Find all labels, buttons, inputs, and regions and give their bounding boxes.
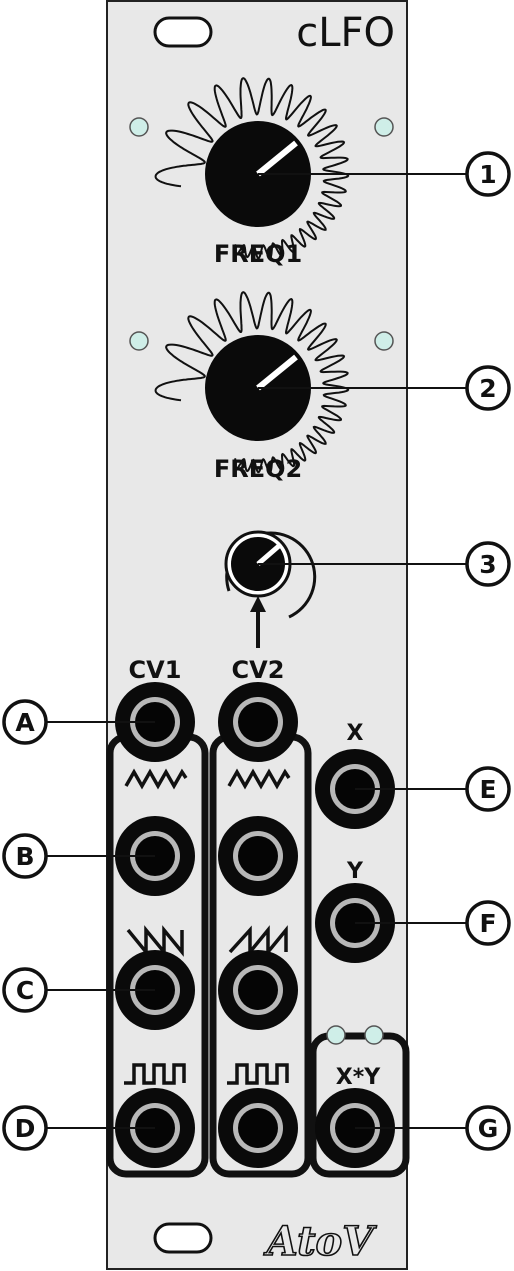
callout-e-label: E	[479, 775, 496, 804]
square-wave-icon	[124, 1063, 186, 1085]
callout-b-label: B	[15, 842, 34, 871]
triangle-wave-icon	[124, 768, 188, 790]
square2-output-jack[interactable]	[218, 1088, 298, 1168]
brand-logo: AtoV	[263, 1218, 377, 1265]
mounting-hole-bottom	[153, 1222, 213, 1254]
mounting-hole-top	[153, 16, 213, 48]
freq2-ripple-graphic	[154, 291, 350, 474]
freq2-label: FREQ2	[214, 455, 302, 483]
square-wave-icon	[227, 1063, 289, 1085]
callout-b: B	[2, 833, 155, 879]
ramp-up-icon	[228, 925, 288, 957]
led-freq2-left	[129, 331, 149, 351]
saw-up-output-jack[interactable]	[218, 950, 298, 1030]
led-xy-left	[326, 1025, 346, 1045]
callout-a-label: A	[15, 708, 35, 737]
y-label: Y	[346, 859, 364, 884]
xy-group-frame	[309, 1032, 410, 1178]
callout-a: A	[2, 699, 155, 745]
callout-f: F	[355, 900, 511, 946]
cv1-label: CV1	[129, 656, 182, 684]
callout-2: 2	[258, 365, 511, 411]
callout-1-label: 1	[479, 160, 496, 189]
module-title: cLFO	[296, 10, 395, 56]
cv2-input-jack[interactable]	[218, 682, 298, 762]
callout-g-label: G	[478, 1114, 499, 1143]
led-freq1-left	[129, 117, 149, 137]
callout-3: 3	[258, 541, 511, 587]
xy-label: X*Y	[336, 1065, 381, 1090]
callout-g: G	[355, 1105, 511, 1151]
callout-d: D	[2, 1105, 155, 1151]
callout-d-label: D	[15, 1114, 36, 1143]
tri2-output-jack[interactable]	[218, 816, 298, 896]
led-freq1-right	[374, 117, 394, 137]
freq1-label: FREQ1	[214, 240, 302, 268]
callout-c-label: C	[16, 976, 34, 1005]
arrow-up-icon	[250, 596, 266, 648]
callout-2-label: 2	[479, 374, 496, 403]
x-label: X	[347, 721, 364, 746]
triangle-wave-icon	[227, 768, 291, 790]
callout-c: C	[2, 967, 155, 1013]
cv2-label: CV2	[232, 656, 285, 684]
callout-1: 1	[258, 151, 511, 197]
callout-e: E	[355, 766, 511, 812]
callout-f-label: F	[479, 909, 496, 938]
callout-3-label: 3	[479, 550, 496, 579]
led-freq2-right	[374, 331, 394, 351]
led-xy-right	[364, 1025, 384, 1045]
freq1-ripple-graphic	[154, 77, 350, 260]
